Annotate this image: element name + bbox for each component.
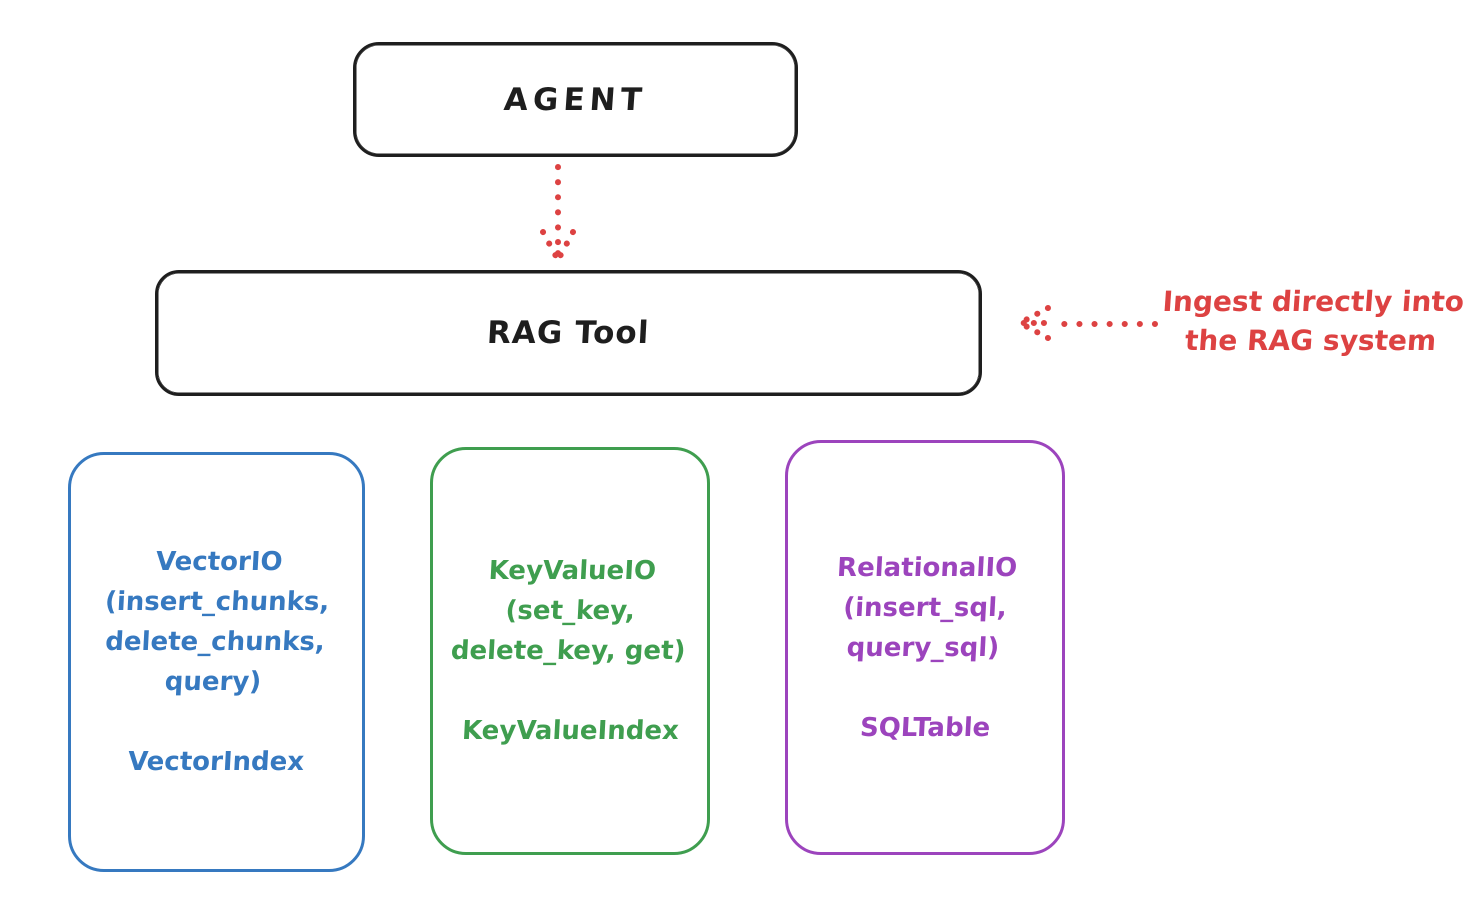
relational-io-index-label: SQLTable [859, 712, 991, 743]
vector-io-node: VectorIO (insert_chunks, delete_chunks, … [68, 452, 365, 872]
vector-io-methods: VectorIO (insert_chunks, delete_chunks, … [104, 547, 331, 697]
relational-io-methods: RelationalIO (insert_sql, query_sql) [836, 552, 1018, 663]
keyvalue-io-methods: KeyValueIO (set_key, delete_key, get) [449, 556, 686, 666]
agent-node: AGENT [353, 42, 798, 157]
rag-tool-node: RAG Tool [155, 270, 982, 396]
dotted-arrow-left-icon [1017, 305, 1158, 341]
relational-io-node: RelationalIO (insert_sql, query_sql) SQL… [785, 440, 1065, 855]
rag-tool-label: RAG Tool [486, 315, 651, 351]
dotted-arrow-down-icon [540, 164, 576, 263]
annotation-ingest-note: Ingest directly into the RAG system [1161, 285, 1466, 357]
keyvalue-io-node: KeyValueIO (set_key, delete_key, get) Ke… [430, 447, 710, 855]
vector-io-index-label: VectorIndex [127, 747, 306, 777]
agent-label: AGENT [502, 81, 649, 118]
keyvalue-io-index-label: KeyValueIndex [460, 716, 680, 746]
